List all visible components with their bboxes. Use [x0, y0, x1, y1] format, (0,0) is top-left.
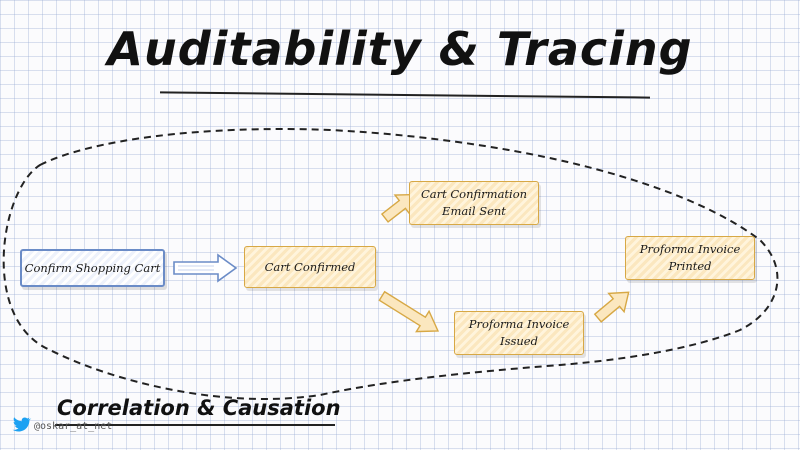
footer-underline: [55, 424, 335, 426]
arrow-start-to-confirmed: [173, 253, 238, 283]
node-label-line2: Issued: [500, 334, 538, 348]
node-label-line2: Printed: [668, 259, 712, 273]
twitter-handle: @oskar_at_net: [34, 421, 113, 432]
node-label: Confirm Shopping Cart: [24, 260, 161, 275]
arrow-invoice-to-printed: [593, 291, 630, 323]
invoice-issued-event: Proforma Invoice Issued: [454, 311, 584, 355]
node-label-line1: Proforma Invoice: [468, 317, 570, 331]
page-title: Auditability & Tracing: [107, 22, 693, 76]
node-label-line1: Proforma Invoice: [639, 242, 741, 256]
email-sent-event: Cart Confirmation Email Sent: [409, 181, 539, 225]
node-label-line1: Cart Confirmation: [420, 187, 528, 201]
invoice-printed-event: Proforma Invoice Printed: [625, 236, 755, 280]
node-label-line2: Email Sent: [442, 204, 506, 218]
node-label: Cart Confirmed: [264, 259, 356, 274]
twitter-bird-icon: [12, 417, 32, 432]
footer-subtitle: Correlation & Causation: [57, 396, 341, 420]
cart-confirmed-event: Cart Confirmed: [244, 246, 376, 288]
arrow-confirmed-to-invoice: [378, 290, 440, 333]
confirm-shopping-cart-command: Confirm Shopping Cart: [20, 249, 165, 287]
correlation-boundary: [2, 128, 779, 400]
